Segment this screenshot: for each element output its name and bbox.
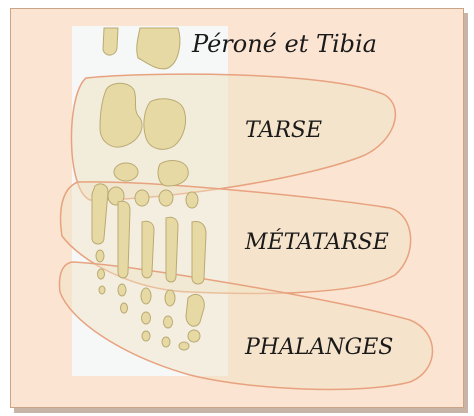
cuboid — [157, 160, 189, 187]
tibia-end — [136, 27, 181, 70]
navicular — [113, 162, 139, 182]
phalanx-5b — [187, 329, 201, 343]
talus — [143, 98, 187, 150]
tarsal-small — [185, 191, 199, 209]
phalanx-2b — [120, 302, 128, 314]
calcaneus — [99, 82, 143, 148]
phalanges-zone — [58, 261, 434, 391]
metatarsal-2 — [117, 200, 131, 279]
phalanx-3c — [141, 330, 151, 342]
metatarsal-4 — [165, 216, 179, 283]
metatarsal-5 — [191, 221, 207, 285]
metatarsal-1 — [91, 183, 109, 245]
phalanx-1b — [97, 268, 105, 280]
fibula-end — [102, 27, 119, 56]
phalanx-3a — [140, 287, 152, 305]
cuneiform-lateral — [158, 189, 174, 207]
phalanx-4a — [164, 289, 176, 307]
cuneiform-intermediate — [134, 189, 150, 207]
phalanx-5a — [185, 293, 205, 327]
tarse-label: TARSE — [245, 118, 323, 143]
phalanx-3b — [141, 311, 151, 325]
phalanx-1c — [98, 285, 106, 295]
bones — [91, 27, 207, 351]
metatarsal-3 — [141, 220, 155, 279]
phalanx-5c — [178, 341, 190, 351]
title-label: Péroné et Tibia — [192, 30, 377, 58]
phalanx-1a — [95, 249, 105, 263]
metatarse-label: MÉTATARSE — [245, 230, 389, 255]
phalanx-4c — [161, 336, 171, 348]
phalanx-4b — [163, 315, 173, 329]
phalanges-label: PHALANGES — [245, 335, 394, 360]
phalanx-2a — [117, 283, 127, 297]
